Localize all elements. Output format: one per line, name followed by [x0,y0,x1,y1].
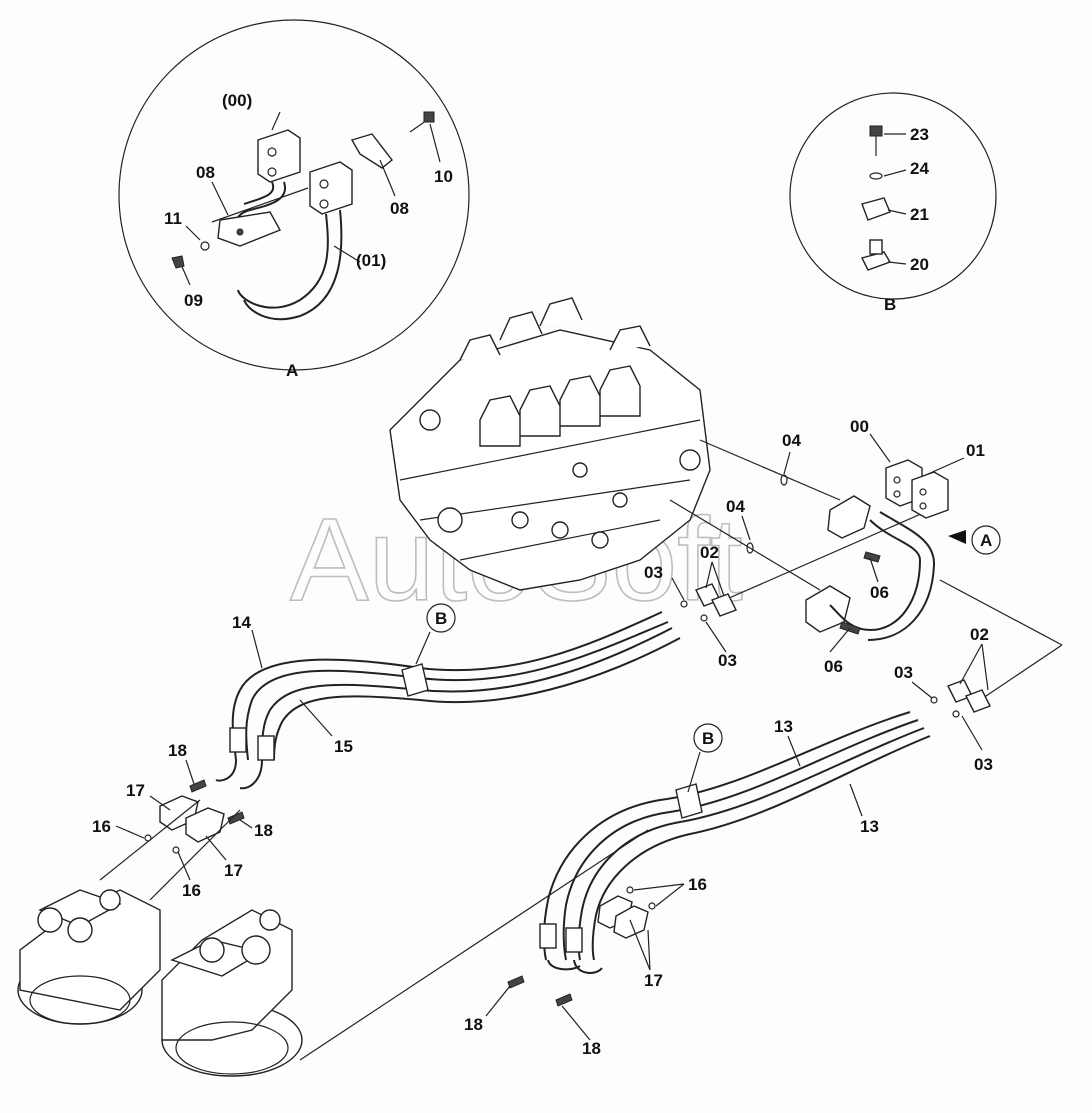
callout-a [971,525,1001,555]
bolt-18-b [227,811,245,825]
callout-a-letter: A [980,531,992,550]
label-17-a: 17 [126,781,145,800]
o-ring-04-upper [780,474,788,486]
clamp-block-00 [257,129,301,183]
clip-21 [861,197,891,221]
hoses-14-15 [215,611,681,790]
label-18-c: 18 [464,1015,483,1034]
swing-motor-right [161,909,303,1077]
label-a-00: (00) [222,91,252,110]
plate-08-left [217,211,281,247]
flange-lower [805,585,851,633]
label-13-lower: 13 [860,817,879,836]
bolt-18-a [189,779,207,793]
fitting-02-d [965,689,991,713]
label-06-upper: 06 [870,583,889,602]
label-a-09: 09 [184,291,203,310]
flange-upper [827,495,871,539]
detail-a-caption: A [286,361,298,380]
plate-08-right [350,133,393,169]
label-03-c: 03 [894,663,913,682]
label-15: 15 [334,737,353,756]
label-01: 01 [966,441,985,460]
label-02-upper: 02 [700,543,719,562]
callout-b-upper-letter: B [435,609,447,628]
detail-b-caption: B [884,295,896,314]
label-17-c: 17 [644,971,663,990]
label-18-b: 18 [254,821,273,840]
label-18-a: 18 [168,741,187,760]
control-valve [389,297,711,591]
fitting-02-b [711,593,737,617]
label-b-24: 24 [910,159,929,178]
detail-a-circle [118,19,470,371]
label-b-20: 20 [910,255,929,274]
hoses-13 [539,711,931,974]
callout-b-upper [426,603,456,633]
o-ring-04-lower [746,542,754,554]
bolt-18-c [507,975,525,989]
pipe-01-installed [829,519,922,632]
label-a-08-right: 08 [390,199,409,218]
label-03-b: 03 [718,651,737,670]
label-18-d: 18 [582,1039,601,1058]
clamp-block-01 [309,161,353,215]
callout-b-lower-letter: B [702,729,714,748]
pipe-01 [237,213,329,309]
label-04-lower: 04 [726,497,745,516]
label-a-11: 11 [164,209,182,228]
label-14: 14 [232,613,251,632]
callout-b-lower [693,723,723,753]
label-03-a: 03 [644,563,663,582]
label-16-b: 16 [182,881,201,900]
swing-motor-left [17,889,161,1025]
bolt-23 [869,125,883,137]
bolt-06-upper [863,551,881,563]
label-16-c: 16 [688,875,707,894]
label-a-10: 10 [434,167,453,186]
detail-b-circle [789,92,997,300]
washer-24 [869,172,883,180]
label-04-upper: 04 [782,431,801,450]
flange-17-b [185,807,225,843]
label-03-d: 03 [974,755,993,774]
label-17-b: 17 [224,861,243,880]
clamp-block-01-installed [911,471,949,519]
label-06-lower: 06 [824,657,843,676]
bolt-18-d [555,993,573,1007]
label-b-23: 23 [910,125,929,144]
detail-b: 23 24 21 20 B [789,92,997,314]
label-16-a: 16 [92,817,111,836]
detail-a: (00) 08 11 09 10 08 (01) A [118,19,470,380]
label-02-lower: 02 [970,625,989,644]
label-a-01: (01) [356,251,386,270]
label-b-21: 21 [910,205,929,224]
hose-clamp-b-upper [401,663,429,697]
callout-a-arrow [948,530,966,544]
label-a-08-left: 08 [196,163,215,182]
label-00: 00 [850,417,869,436]
label-13-upper: 13 [774,717,793,736]
